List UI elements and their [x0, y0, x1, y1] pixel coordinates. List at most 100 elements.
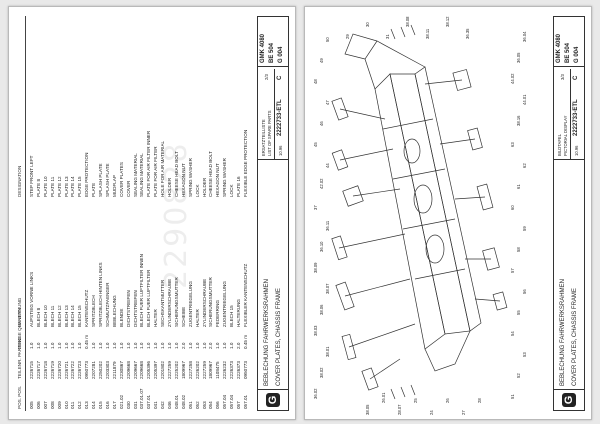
cell-de: KANTENSCHUTZ [84, 289, 90, 327]
chassis-rail-side [389, 73, 471, 335]
cell-en: PLATE 10 [42, 176, 48, 197]
cell-pos: 057 [236, 401, 241, 409]
cell-part: 2227259 [201, 361, 207, 379]
callout-label: 44.01 [522, 94, 527, 105]
be-code: BE 504 [269, 42, 275, 63]
cell-qty: 1.0 [118, 342, 124, 349]
cell-de: AUFSTIEG VORNE LINKS [29, 271, 34, 327]
callout-label: 26 [445, 398, 450, 403]
cell-de: FLEXIBLER KANTENSCHUTZ [242, 263, 248, 327]
col-pos-header: POS. POS. [17, 385, 22, 409]
cell-qty: 1.0 [153, 342, 159, 349]
callout-label: 38.11 [425, 28, 430, 39]
cell-de: HALTER [194, 309, 200, 327]
cell-de: FEDERRING [215, 299, 221, 327]
callout-label: 36.10 [319, 241, 324, 252]
title-en-right: COVER PLATES, CHASSIS FRAME [572, 288, 578, 386]
cell-en: CHEESE HEAD BOLT [208, 151, 214, 197]
callout-label: 24 [429, 410, 434, 415]
cell-pos: 057.04 [229, 394, 235, 409]
cell-qty: 1.0 [77, 342, 83, 349]
callout-label: 38.16 [516, 115, 521, 126]
cell-part: 1108475 [215, 361, 221, 379]
cell-qty: 1.0 [194, 342, 200, 349]
cell-pos: 042 [160, 401, 166, 409]
cell-qty: 1.0 [104, 342, 110, 349]
callout-label: 38.07 [325, 283, 330, 294]
revision: C [277, 75, 283, 80]
cell-pos: 048.02 [180, 394, 186, 409]
cell-en: PLATE 11 [49, 176, 55, 197]
cell-pos: 011 [70, 401, 76, 409]
cell-part: 2226720 [56, 361, 62, 379]
cell-de: BLECH 8 [35, 307, 41, 327]
cell-en: SPRING WASHER [187, 158, 193, 197]
cell-en: HOLE FOR AIR MATERIAL [160, 140, 166, 197]
callout-label: 36.11 [325, 220, 330, 231]
cell-part: 0950773 [242, 361, 248, 379]
callout-label: 57 [510, 268, 515, 273]
callout-label: 55 [516, 310, 521, 315]
company-logo-right: G [562, 393, 576, 407]
callout-label: 60 [510, 205, 515, 210]
be-code-right: BE 504 [565, 42, 571, 63]
cell-qty: 1.0 [56, 342, 62, 349]
callout-label: 36.35 [465, 28, 470, 39]
cell-part: 2226719 [49, 361, 55, 379]
cell-de: DICHTSTREIFEN [132, 290, 138, 327]
cell-en: HEXAGON NUT [215, 163, 221, 197]
list-de-right: BILDTAFEL [557, 133, 562, 156]
callout-label: 53 [522, 352, 527, 357]
cell-de: BLECH 10 [42, 305, 48, 327]
callout-label: 44 [325, 163, 330, 168]
cell-pos: 037.01 [146, 394, 152, 409]
company-logo: G [266, 393, 280, 407]
callout-label: 49 [319, 58, 324, 63]
cell-en: PLATE 8 [35, 178, 41, 197]
cell-qty: 1.0 [91, 342, 97, 349]
callout-label: 58 [516, 247, 521, 252]
cell-pos: 030 [125, 401, 131, 409]
cell-qty: 1.0 [139, 342, 145, 349]
cell-pos: 056 [215, 401, 221, 409]
cell-en: FLEXIBLE EDGE PROTECTION [242, 129, 248, 197]
parts-list-page: 2290828 POS. POS. TEILENR. PART NO. MENG… [8, 6, 296, 420]
cell-de: ZUGENTRIEGELUNG [187, 281, 193, 327]
cell-de: BLECH FUER LUFTFILTER INNEN [139, 254, 145, 327]
cell-de: BLECH 15 [77, 305, 83, 327]
cell-en: PLATE 12 [56, 176, 62, 197]
cell-part: 2227259 [167, 361, 172, 379]
callout-label: 27 [461, 410, 466, 415]
cell-pos: 016 [104, 401, 110, 409]
title-de: BEBLECHUNG FAHRWERKSRAHMEN [264, 279, 270, 386]
list-en-right: PICTORIAL DISPLAY [563, 115, 568, 156]
callout-label: 50 [325, 37, 330, 42]
cell-part: 2226721 [63, 361, 69, 379]
callout-label: 52 [516, 373, 521, 378]
cell-qty: 1.0 [132, 342, 138, 349]
cell-de: SICHERUNGSMUTTER [208, 277, 214, 327]
cell-en: LOCK [229, 184, 235, 197]
cell-qty: 1.0 [63, 342, 69, 349]
title-de-right: BEBLECHUNG FAHRWERKSRAHMEN [560, 279, 566, 386]
cell-part: 2209667 [132, 361, 138, 379]
cell-pos: 009 [56, 401, 62, 409]
cell-de: BLECH 15 [229, 305, 235, 327]
cell-pos: 015 [98, 401, 103, 409]
cell-qty: 2.0 [208, 342, 214, 349]
cell-qty: 1.0 [98, 342, 103, 349]
callout-label: 26.01 [381, 392, 386, 403]
